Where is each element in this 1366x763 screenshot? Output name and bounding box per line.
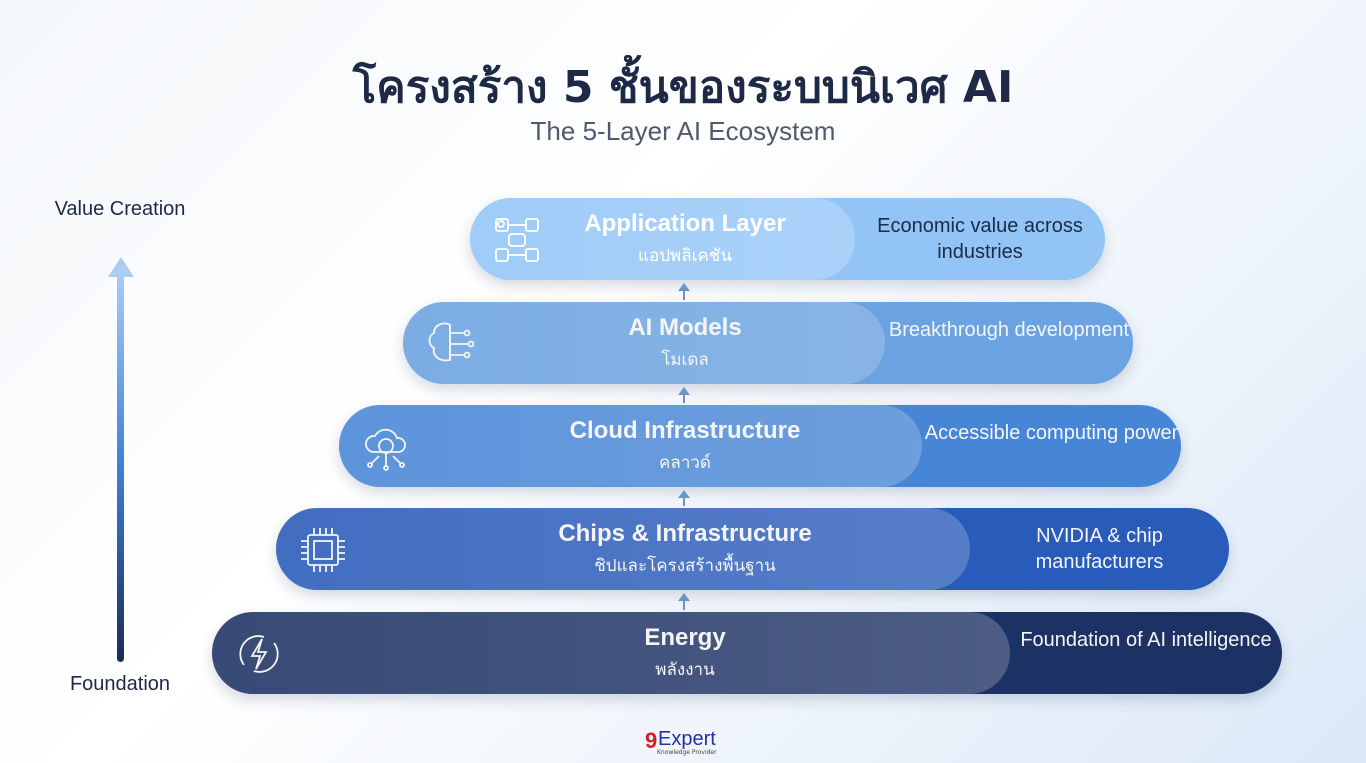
layer-title-panel	[470, 198, 855, 280]
layer-application-layer: Application Layer แอปพลิเคชัน Economic v…	[470, 198, 1105, 280]
layer-name: Chips & Infrastructure	[558, 520, 812, 547]
logo-tagline: Knowledge Provider	[657, 749, 717, 756]
layer-title-panel	[276, 508, 970, 590]
layer-description: Economic value across industries	[877, 215, 1083, 263]
layer-description: Breakthrough development	[888, 319, 1130, 341]
layer-description: Foundation of AI intelligence	[1020, 629, 1272, 651]
layer-name: Application Layer	[584, 210, 786, 237]
layer-thai-name: พลังงาน	[655, 660, 715, 680]
layer-chips-infrastructure: Chips & Infrastructure ชิปและโครงสร้างพื…	[276, 508, 1229, 590]
layer-title-panel	[212, 612, 1010, 694]
cloud-network-icon	[365, 428, 406, 471]
layer-name: AI Models	[628, 314, 742, 341]
apps-robot-icon	[495, 218, 539, 262]
layer-name: Cloud Infrastructure	[569, 417, 801, 444]
foundation-label: Foundation	[69, 673, 171, 695]
layer-thai-name: คลาวด์	[659, 453, 711, 473]
page-subtitle: The 5-Layer AI Ecosystem	[530, 116, 836, 146]
connector-arrow-icon	[678, 387, 690, 395]
layer-cloud-infrastructure: Cloud Infrastructure คลาวด์ Accessible c…	[339, 405, 1181, 487]
arrow-up-icon	[108, 257, 134, 277]
connector-line	[683, 291, 685, 300]
layer-ai-models: AI Models โมเดล Breakthrough development	[403, 302, 1133, 384]
lightning-icon	[239, 635, 279, 673]
connector-arrow-icon	[678, 490, 690, 498]
connector-arrow-icon	[678, 283, 690, 291]
layer-description: Accessible computing power	[924, 422, 1179, 444]
layer-energy: Energy พลังงาน Foundation of AI intellig…	[212, 612, 1282, 694]
layer-thai-name: โมเดล	[661, 350, 709, 370]
layer-description: NVIDIA & chip manufacturers	[1035, 525, 1164, 573]
logo-nine: 9	[645, 728, 658, 753]
logo-9expert: 9 Expert Knowledge Provider	[645, 728, 725, 756]
layer-thai-name: ชิปและโครงสร้างพื้นฐาน	[594, 556, 776, 576]
connector-line	[683, 498, 685, 506]
page-title: โครงสร้าง 5 ชั้นของระบบนิเวศ AI	[352, 62, 1014, 113]
value-creation-label: Value Creation	[54, 198, 186, 220]
chip-icon	[301, 528, 345, 572]
connector-arrow-icon	[678, 593, 690, 601]
layer-name: Energy	[644, 624, 726, 651]
connector-line	[683, 395, 685, 403]
layer-title-panel	[339, 405, 922, 487]
brain-circuit-icon	[428, 322, 475, 362]
logo-expert: Expert	[658, 728, 716, 750]
value-arrow	[117, 272, 124, 662]
layer-title-panel	[403, 302, 885, 384]
connector-line	[683, 601, 685, 610]
layer-thai-name: แอปพลิเคชัน	[638, 246, 732, 266]
